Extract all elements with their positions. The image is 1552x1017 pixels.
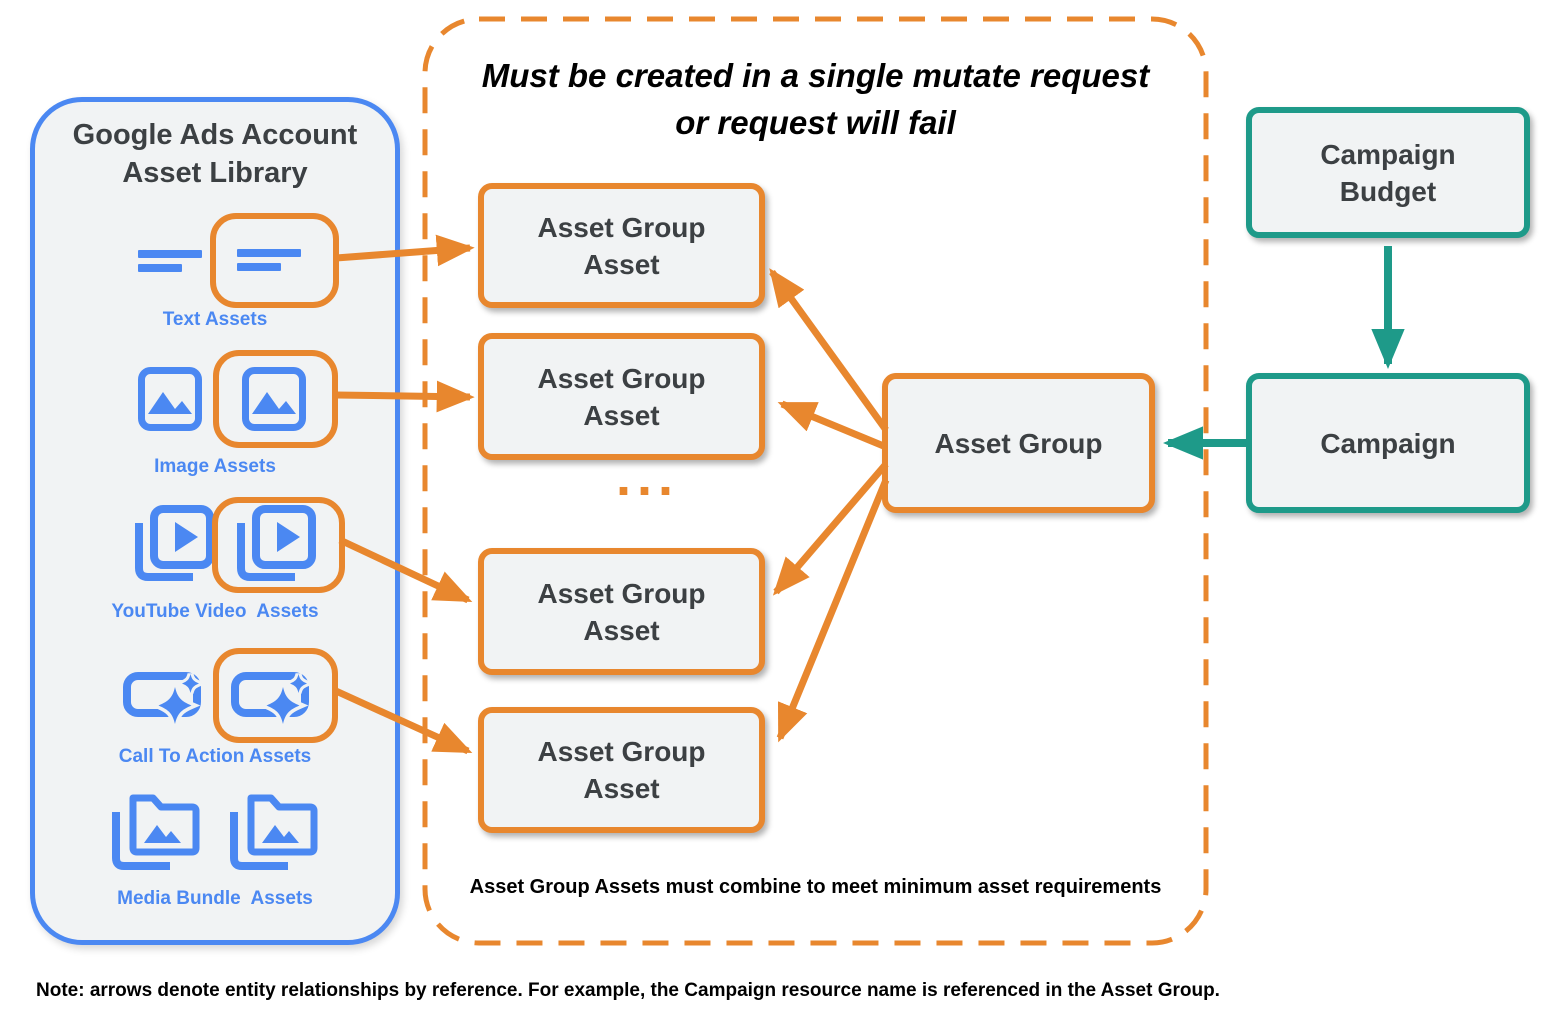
reference-note: Note: arrows denote entity relationships… bbox=[36, 980, 1220, 1001]
image-assets-icon bbox=[242, 367, 306, 431]
asset-group-asset-label: Asset Group Asset bbox=[537, 211, 706, 280]
media-bundle-assets-label: Media Bundle Assets bbox=[117, 888, 313, 909]
text-assets-icon bbox=[237, 249, 301, 271]
youtube-video-assets-label: YouTube Video Assets bbox=[111, 601, 319, 622]
asset-group-asset-label: Asset Group Asset bbox=[537, 577, 706, 646]
campaign-budget-box: Campaign Budget bbox=[1246, 107, 1530, 238]
arrow-asset-group-to-box2 bbox=[777, 400, 888, 451]
media-bundle-assets-icon bbox=[112, 794, 200, 870]
call-to-action-assets-label: Call To Action Assets bbox=[118, 746, 312, 767]
youtube-video-assets-icon bbox=[237, 505, 316, 581]
mutate-request-title: Must be created in a single mutate reque… bbox=[481, 57, 1150, 141]
asset-group-asset-ellipsis: ... bbox=[615, 447, 679, 507]
mutate-requirements-note: Asset Group Assets must combine to meet … bbox=[469, 876, 1162, 898]
arrow-asset-group-to-box1 bbox=[769, 268, 889, 433]
image-assets-icon bbox=[138, 367, 202, 431]
asset-group-asset-label: Asset Group Asset bbox=[537, 736, 706, 804]
asset-group-asset-box-2: Asset Group Asset bbox=[478, 333, 765, 460]
asset-group-asset-box-1: Asset Group Asset bbox=[478, 183, 765, 308]
campaign-label: Campaign bbox=[1320, 427, 1456, 459]
arrow-asset-group-to-box4 bbox=[776, 478, 890, 743]
media-bundle-assets-icon bbox=[230, 794, 318, 870]
asset-group-box: Asset Group bbox=[882, 373, 1155, 513]
campaign-box: Campaign bbox=[1246, 373, 1530, 513]
asset-group-asset-box-4: Asset Group Asset bbox=[478, 707, 765, 833]
asset-group-asset-label: Asset Group Asset bbox=[537, 362, 706, 431]
asset-group-label: Asset Group bbox=[934, 427, 1103, 459]
image-asset-highlight-ring bbox=[213, 350, 338, 448]
campaign-budget-label: Campaign Budget bbox=[1320, 138, 1456, 207]
youtube-video-assets-icon bbox=[135, 505, 214, 581]
call-to-action-assets-icon bbox=[123, 672, 207, 725]
asset-group-asset-box-3: Asset Group Asset bbox=[478, 548, 765, 675]
asset-library-panel: Google Ads Account Asset Library Text As… bbox=[30, 97, 400, 945]
asset-library-title: Google Ads Account Asset Library bbox=[72, 119, 358, 189]
call-to-action-assets-icon bbox=[231, 672, 315, 725]
text-assets-label: Text Assets bbox=[162, 309, 268, 330]
image-assets-label: Image Assets bbox=[154, 456, 276, 477]
text-assets-icon bbox=[138, 250, 202, 272]
